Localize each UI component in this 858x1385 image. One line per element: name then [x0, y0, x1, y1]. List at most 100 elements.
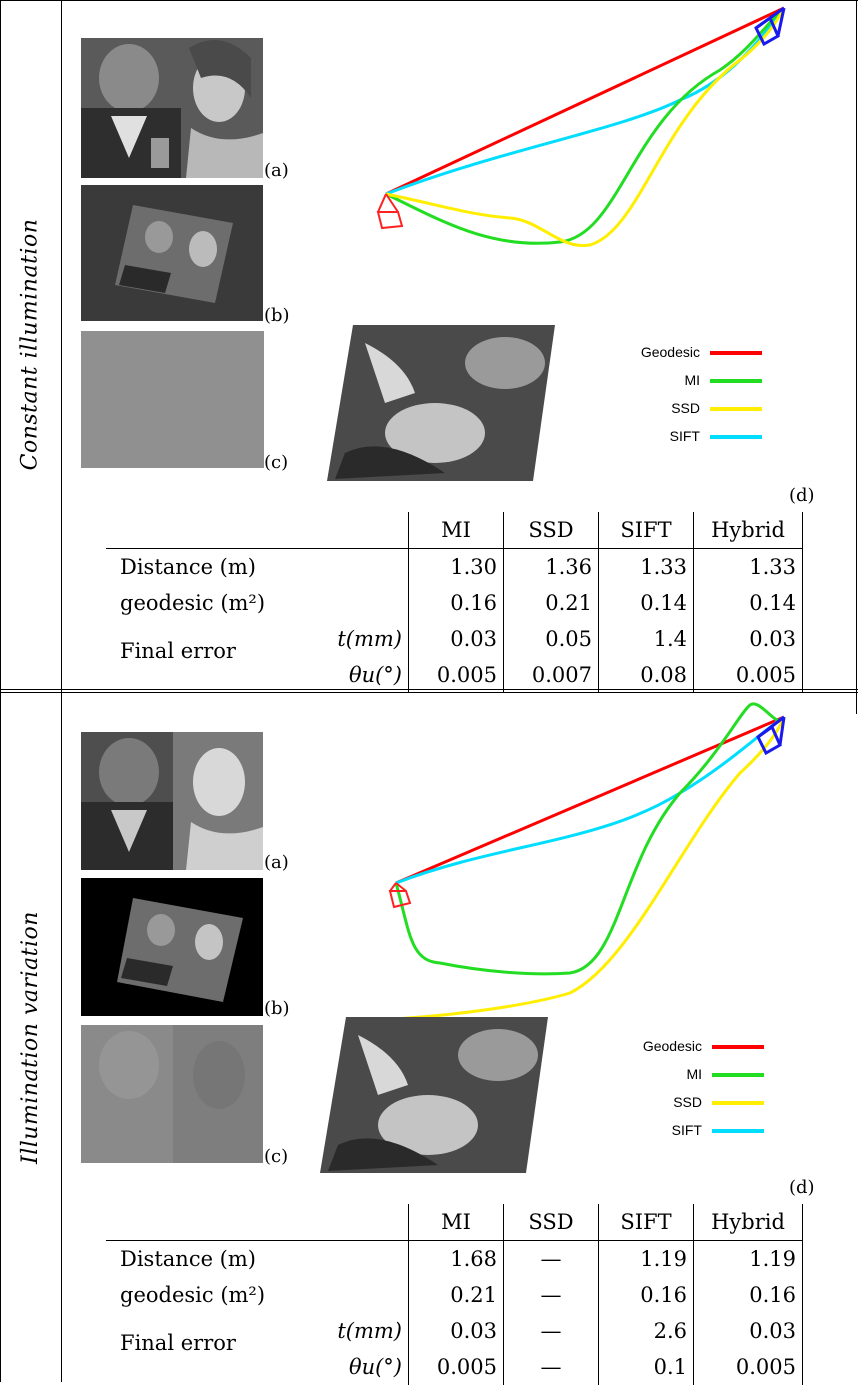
camera-start-icon — [388, 882, 412, 909]
table-cell: 1.33 — [598, 548, 694, 585]
results-table-variation: MI SSD SIFT Hybrid Distance (m) 1.68 — 1… — [106, 1204, 803, 1385]
col-header-ssd: SSD — [503, 512, 599, 549]
tag-c: (c) — [264, 452, 289, 473]
legend-line-mi — [712, 1073, 764, 1077]
trajectory-plot-variation — [388, 702, 786, 1021]
table-cell: 0.005 — [693, 1349, 803, 1385]
legend-line-mi — [710, 379, 762, 383]
legend-line-geodesic — [712, 1045, 764, 1049]
tag-b: (b) — [264, 998, 290, 1019]
table-cell: — — [503, 1277, 599, 1313]
warped-photo-icon — [81, 878, 263, 1016]
top-border — [0, 0, 858, 1]
photo-couple-icon — [81, 38, 263, 178]
trajectory-ssd — [385, 7, 786, 248]
legend-line-ssd — [710, 407, 762, 411]
table-cell: 0.16 — [598, 1277, 694, 1313]
trajectory-mi — [394, 702, 786, 976]
row-label-t: t(mm) — [337, 1319, 402, 1343]
col-header-hybrid: Hybrid — [693, 512, 803, 549]
table-cell: 1.36 — [503, 548, 599, 585]
col-header-sift: SIFT — [598, 1204, 694, 1241]
image-b-warped-variation — [81, 878, 263, 1016]
camera-start-icon — [376, 193, 404, 230]
table-cell: — — [503, 1240, 599, 1277]
tag-c: (c) — [264, 1146, 289, 1167]
camera-end-icon — [756, 715, 786, 756]
table-cell: 1.33 — [693, 548, 803, 585]
table-cell: 1.4 — [598, 621, 694, 657]
table-row: Distance (m) 1.68 — 1.19 1.19 — [106, 1240, 803, 1277]
row-label-distance: Distance (m) — [120, 555, 256, 579]
table-cell: — — [503, 1349, 599, 1385]
table-header-row: MI SSD SIFT Hybrid — [106, 512, 803, 549]
row-label-theta: θu(°) — [348, 663, 402, 687]
table-cell: 0.005 — [408, 657, 504, 693]
legend-line-sift — [712, 1129, 764, 1133]
table-row: geodesic (m²) 0.16 0.21 0.14 0.14 — [106, 585, 803, 621]
photo-couple-icon — [81, 732, 263, 870]
row-label-geodesic: geodesic (m²) — [120, 1283, 266, 1307]
table-cell: 0.21 — [408, 1277, 504, 1313]
legend-line-sift — [710, 435, 762, 439]
row-label-final-error: Final error — [120, 1331, 236, 1355]
table-cell: 0.1 — [598, 1349, 694, 1385]
table-cell: 1.68 — [408, 1240, 504, 1277]
table-row: Final error t(mm) 0.03 — 2.6 0.03 — [106, 1313, 803, 1355]
row-label-distance: Distance (m) — [120, 1247, 256, 1271]
table-cell: 0.005 — [693, 657, 803, 693]
tag-a: (a) — [264, 160, 289, 181]
table-cell: 0.03 — [408, 621, 504, 657]
trajectory-mi — [385, 6, 785, 245]
col-header-mi: MI — [408, 1204, 504, 1241]
legend-label-ssd: SSD — [673, 1094, 702, 1110]
left-border — [0, 0, 1, 1382]
trajectory-geodesic — [385, 6, 785, 196]
tag-d: (d) — [789, 485, 815, 506]
table-cell: 0.16 — [693, 1277, 803, 1313]
table-cell: 0.03 — [693, 621, 803, 657]
difference-image-icon — [81, 1025, 263, 1163]
table-cell: 0.05 — [503, 621, 599, 657]
legend-label-ssd: SSD — [671, 400, 700, 416]
table-cell: 0.14 — [598, 585, 694, 621]
col-header-mi: MI — [408, 512, 504, 549]
table-cell: 0.21 — [503, 585, 599, 621]
table-cell: 0.007 — [503, 657, 599, 693]
table-row: Final error t(mm) 0.03 0.05 1.4 0.03 — [106, 621, 803, 663]
row-label-theta: θu(°) — [348, 1355, 402, 1379]
col-header-ssd: SSD — [503, 1204, 599, 1241]
image-a-reference — [81, 38, 263, 178]
right-border — [856, 0, 857, 692]
image-c-difference — [81, 331, 264, 468]
right-border-lower — [856, 692, 857, 714]
legend-label-geodesic: Geodesic — [640, 344, 700, 360]
table-cell: 0.14 — [693, 585, 803, 621]
legend-label-sift: SIFT — [671, 1122, 702, 1138]
tag-a: (a) — [264, 852, 289, 873]
table-cell: 1.19 — [598, 1240, 694, 1277]
table-cell: 0.16 — [408, 585, 504, 621]
row-label-geodesic: geodesic (m²) — [120, 591, 266, 615]
perspective-image-constant — [327, 325, 555, 481]
table-row: geodesic (m²) 0.21 — 0.16 0.16 — [106, 1277, 803, 1313]
table-cell: 0.08 — [598, 657, 694, 693]
side-label-variation: Illumination variation — [17, 911, 43, 1164]
table-row: θu(°) 0.005 0.007 0.08 0.005 — [106, 657, 803, 693]
camera-end-icon — [754, 6, 786, 47]
legend-label-sift: SIFT — [669, 428, 700, 444]
tag-d: (d) — [789, 1177, 815, 1198]
image-c-difference-variation — [81, 1025, 263, 1163]
image-b-warped — [81, 185, 263, 321]
table-cell: 0.03 — [693, 1313, 803, 1349]
legend-line-geodesic — [710, 351, 762, 355]
table-cell: 0.005 — [408, 1349, 504, 1385]
trajectory-geodesic — [395, 715, 785, 885]
side-column-divider — [61, 0, 62, 1382]
image-a-reference-variation — [81, 732, 263, 870]
trajectory-ssd — [393, 716, 786, 1021]
legend-label-mi: MI — [686, 1066, 702, 1082]
table-header-row: MI SSD SIFT Hybrid — [106, 1204, 803, 1241]
warped-photo-icon — [81, 185, 263, 321]
legend-line-ssd — [712, 1101, 764, 1105]
